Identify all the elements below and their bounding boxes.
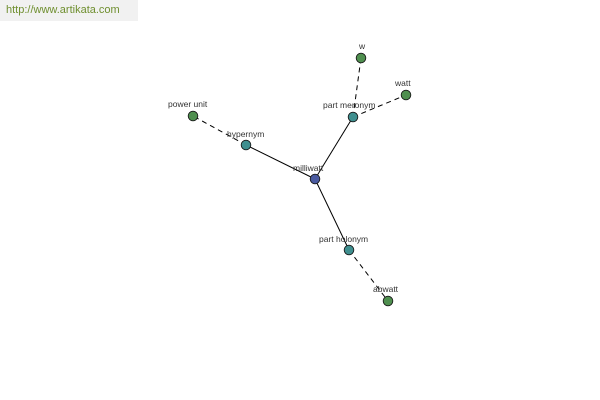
node-circle-watt[interactable] <box>400 89 412 101</box>
edge-part_holonym-abwatt <box>348 249 389 302</box>
edge-milliwatt-part_holonym <box>314 178 350 251</box>
node-watt[interactable]: watt <box>394 78 412 101</box>
node-circle-hypernym[interactable] <box>240 139 252 151</box>
node-hypernym[interactable]: hypernym <box>227 129 264 151</box>
node-circle-abwatt[interactable] <box>382 295 394 307</box>
edge-milliwatt-part_meronym <box>314 116 354 180</box>
edge-milliwatt-hypernym <box>245 144 316 180</box>
node-label-w: w <box>358 41 366 51</box>
node-power_unit[interactable]: power unit <box>168 99 208 122</box>
node-part_meronym[interactable]: part meronym <box>323 100 375 123</box>
node-label-hypernym: hypernym <box>227 129 264 139</box>
edge-hypernym-power_unit <box>192 115 247 146</box>
node-circle-power_unit[interactable] <box>187 110 199 122</box>
node-label-power_unit: power unit <box>168 99 208 109</box>
node-milliwatt[interactable]: milliwatt <box>293 163 324 185</box>
node-circle-part_meronym[interactable] <box>347 111 359 123</box>
edge-part_meronym-watt <box>352 94 407 118</box>
node-abwatt[interactable]: abwatt <box>373 284 399 307</box>
node-label-abwatt: abwatt <box>373 284 399 294</box>
node-part_holonym[interactable]: part holonym <box>319 234 368 256</box>
node-circle-milliwatt[interactable] <box>309 173 321 185</box>
node-label-part_meronym: part meronym <box>323 100 375 110</box>
node-label-part_holonym: part holonym <box>319 234 368 244</box>
node-w[interactable]: w <box>355 41 367 64</box>
graph-nodes: milliwatt hypernym part meronym part holony… <box>168 41 412 307</box>
watermark-link[interactable]: http://www.artikata.com <box>0 0 138 21</box>
node-circle-w[interactable] <box>355 52 367 64</box>
node-circle-part_holonym[interactable] <box>343 244 355 256</box>
graph-edges <box>192 57 407 302</box>
node-label-milliwatt: milliwatt <box>293 163 324 173</box>
edge-part_meronym-w <box>352 57 362 118</box>
node-label-watt: watt <box>394 78 411 88</box>
